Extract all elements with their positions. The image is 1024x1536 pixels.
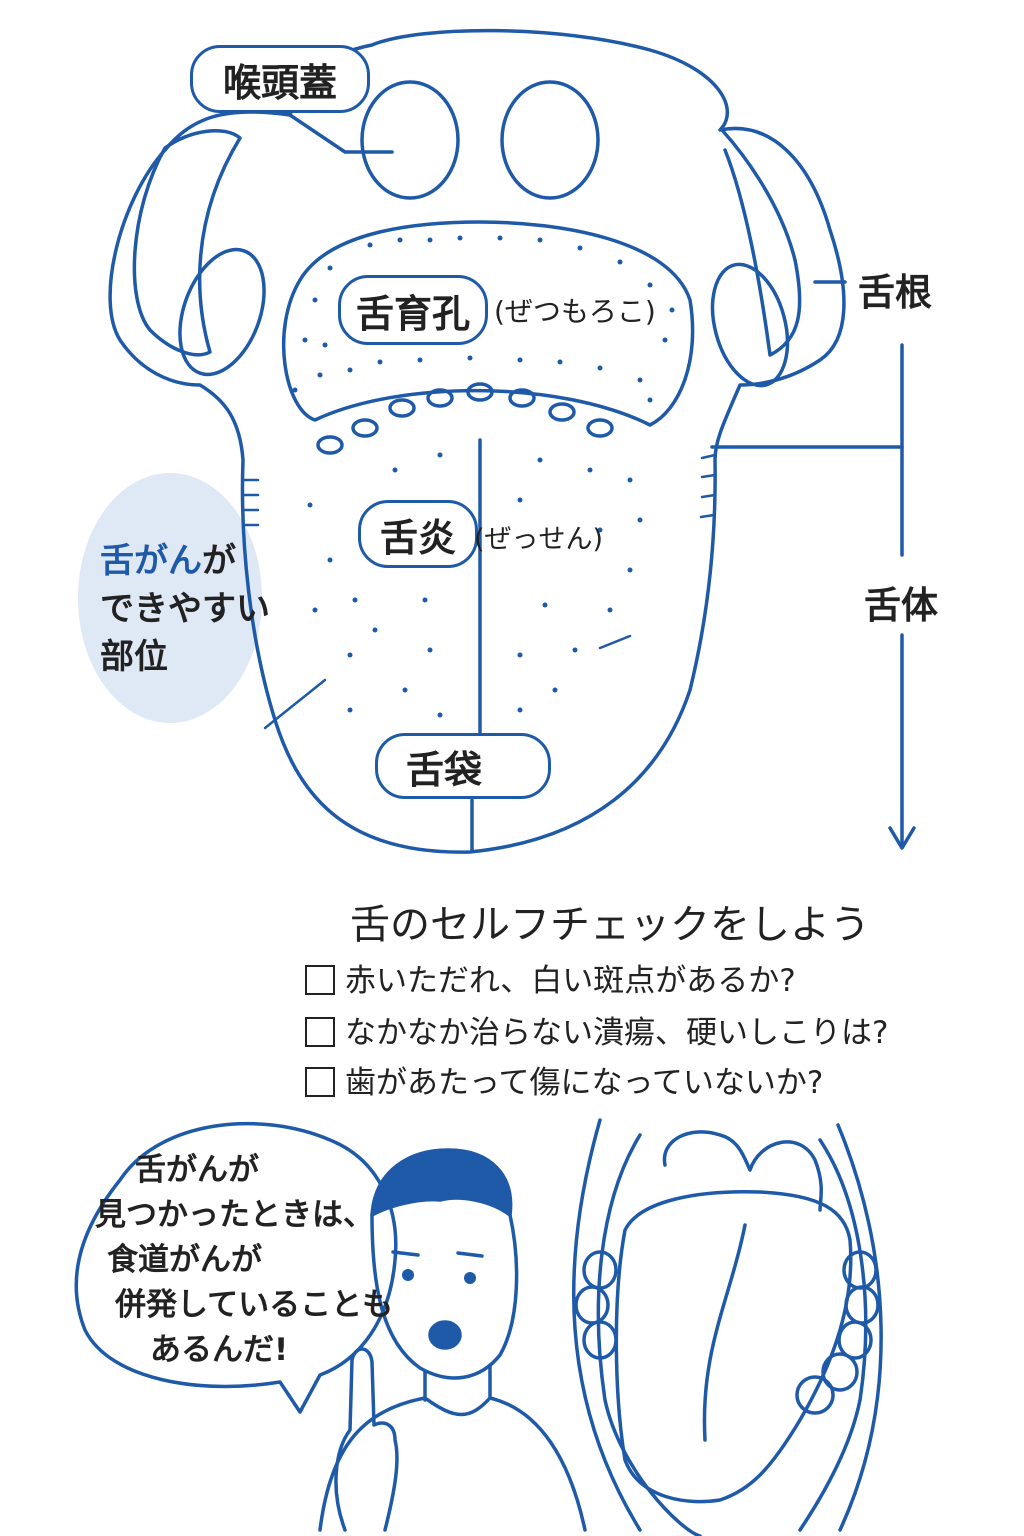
checklist-item-text: 歯があたって傷になっていないか? (345, 1065, 824, 1101)
foramen-caecum-label: 舌育孔 (338, 275, 488, 345)
tongue-root-label: 舌根 (858, 271, 932, 314)
man-shirt (318, 1396, 587, 1532)
tongue-tip-label-text: 舌袋 (406, 747, 483, 792)
mouth-inner-lip (596, 1133, 868, 1536)
edge-hatches (241, 453, 717, 730)
bubble-line: 食道がんが (107, 1242, 262, 1278)
man-raised-hand (334, 1347, 399, 1532)
glossitis-label-text: 舌炎 (379, 515, 456, 560)
checklist-item-text: 赤いただれ、白い斑点があるか? (345, 963, 796, 999)
left-tonsil (178, 247, 266, 377)
risk-area-text: 舌がんが できやすい 部位 (100, 537, 270, 681)
checklist-title: 舌のセルフチェックをしよう (350, 902, 870, 948)
uvula (662, 1130, 823, 1212)
risk-area-line1-rest: が (202, 541, 236, 581)
checklist-item: 赤いただれ、白い斑点があるか? (305, 955, 796, 1000)
stuck-out-tongue (614, 1190, 853, 1504)
checkbox[interactable] (305, 965, 335, 995)
arrow-head (888, 826, 916, 850)
risk-area-line2: できやすい (100, 589, 270, 629)
risk-area-line3: 部位 (100, 637, 168, 677)
man-right-brow (456, 1251, 484, 1258)
tongue-median-groove (702, 1223, 747, 1442)
right-fold (720, 128, 802, 357)
epiglottis-left-loop (360, 80, 460, 200)
right-tonsil (710, 262, 790, 388)
glossitis-label: 舌炎 (358, 500, 478, 568)
checkbox[interactable] (305, 1067, 335, 1097)
risk-area-accent: 舌がん (100, 541, 202, 581)
checklist-item-text: なかなか治らない潰瘍、硬いしこりは? (345, 1015, 889, 1051)
epiglottis-leader (288, 113, 394, 154)
bubble-line: 舌がんが (135, 1152, 259, 1188)
speech-bubble-text: 舌がんが 見つかったときは、 食道がんが 併発していることも あるんだ! (95, 1148, 393, 1373)
mouth-outer-left (572, 1118, 642, 1532)
man-left-eye (402, 1269, 414, 1281)
speech-bubble-outline (74, 1121, 398, 1414)
tongue-outline (108, 28, 846, 854)
epiglottis-label: 喉頭蓋 (190, 45, 370, 113)
bubble-line: あるんだ! (150, 1332, 289, 1368)
epiglottis-label-text: 喉頭蓋 (222, 60, 337, 105)
papillae-row (316, 382, 614, 455)
man-mouth (428, 1320, 462, 1350)
epiglottis-right-loop (500, 80, 600, 200)
man-hair (370, 1148, 513, 1217)
man-left-brow (391, 1250, 420, 1257)
bubble-line: 併発していることも (115, 1287, 394, 1323)
foramen-caecum-label-text: 舌育孔 (355, 291, 470, 336)
glossitis-reading: (ぜっせん) (474, 524, 604, 555)
checklist-item: 歯があたって傷になっていないか? (305, 1057, 823, 1102)
checkbox[interactable] (305, 1017, 335, 1047)
left-fold (132, 128, 242, 357)
man-right-eye (464, 1272, 476, 1284)
man-neck (423, 1363, 492, 1402)
checklist-item: なかなか治らない潰瘍、硬いしこりは? (305, 1007, 888, 1052)
tongue-body-label: 舌体 (864, 584, 938, 627)
risk-area-highlight (78, 473, 262, 723)
foramen-caecum-reading: (ぜつもろこ) (494, 295, 656, 328)
mouth-outer-right (836, 1123, 883, 1532)
tongue-tip-label: 舌袋 (375, 733, 551, 799)
papillae-dots (292, 235, 675, 718)
man-face (370, 1213, 519, 1380)
bubble-line: 見つかったときは、 (95, 1197, 374, 1233)
lower-teeth (574, 1250, 880, 1415)
tongue-root-region (281, 220, 695, 427)
